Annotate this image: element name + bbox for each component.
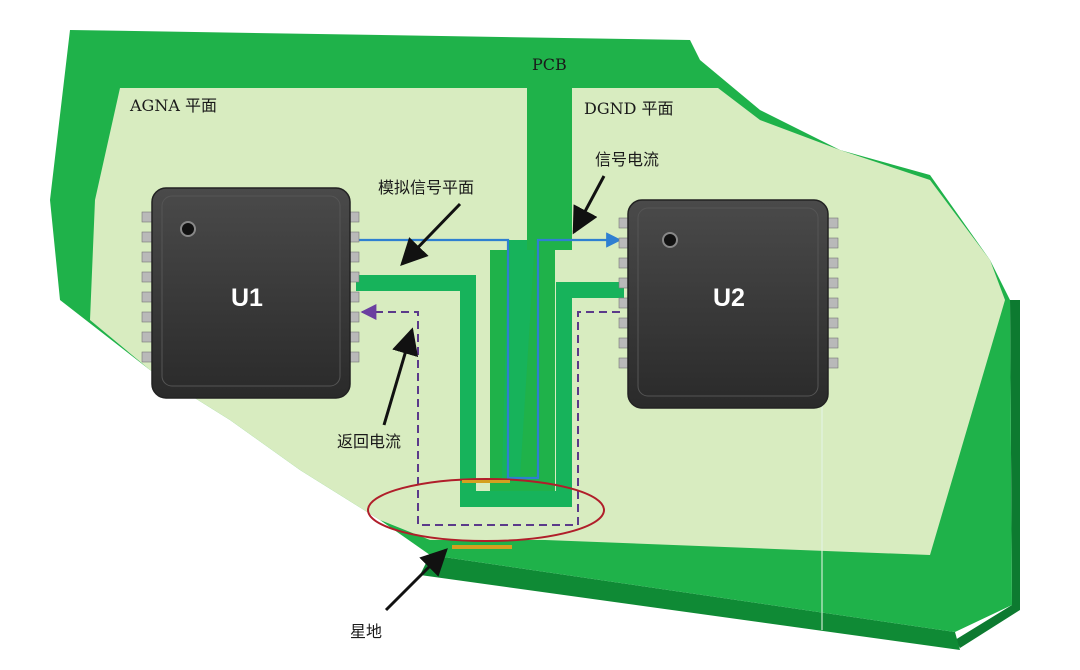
chip-u1-label: U1 — [231, 284, 263, 312]
chip-u2-top — [637, 207, 819, 397]
trace-right-horizontal — [556, 282, 624, 298]
chip-u2-pin1-dot — [662, 232, 678, 248]
pcb-board-edge — [955, 300, 1020, 648]
chip-u1 — [141, 187, 360, 399]
chip-u2-body — [627, 199, 829, 409]
pcb-top-strip — [527, 40, 572, 250]
trace-right-vertical — [556, 282, 572, 507]
label-agnd-plane: AGNA 平面 — [130, 96, 217, 115]
arrow-star-ground — [384, 548, 448, 612]
chip-u1-pin1-dot — [180, 221, 196, 237]
trace-bottom — [460, 491, 572, 507]
signal-current-line — [356, 232, 622, 480]
label-dgnd-plane: DGND 平面 — [584, 99, 674, 118]
label-analog-signal-plane: 模拟信号平面 — [378, 178, 475, 197]
chip-u2-label: U2 — [713, 284, 745, 312]
trace-left-horizontal — [356, 275, 476, 291]
chip-u1-pins-right — [342, 211, 360, 363]
arrow-return-current — [382, 327, 419, 426]
star-ground-ellipse — [367, 478, 605, 542]
chip-u2 — [618, 199, 839, 409]
star-ground-junction — [462, 480, 510, 483]
label-signal-current: 信号电流 — [595, 150, 660, 169]
chip-u2-pins-left — [618, 217, 636, 369]
trace-left-vertical — [460, 275, 476, 507]
label-pcb: PCB — [532, 55, 567, 74]
chip-u2-pins-right — [821, 217, 839, 369]
arrow-signal-current — [572, 175, 606, 235]
chip-u1-body — [151, 187, 351, 399]
label-return-current: 返回电流 — [337, 432, 402, 451]
trace-center-stem — [502, 240, 535, 478]
pcb-board-bottom-edge — [420, 555, 960, 650]
chip-u1-top — [161, 195, 341, 387]
label-star-ground: 星地 — [350, 622, 383, 641]
arrow-analog-signal-plane — [400, 202, 462, 266]
return-current-line — [360, 304, 620, 526]
chip-u1-pins-left — [141, 211, 159, 363]
star-ground-point — [452, 545, 512, 549]
